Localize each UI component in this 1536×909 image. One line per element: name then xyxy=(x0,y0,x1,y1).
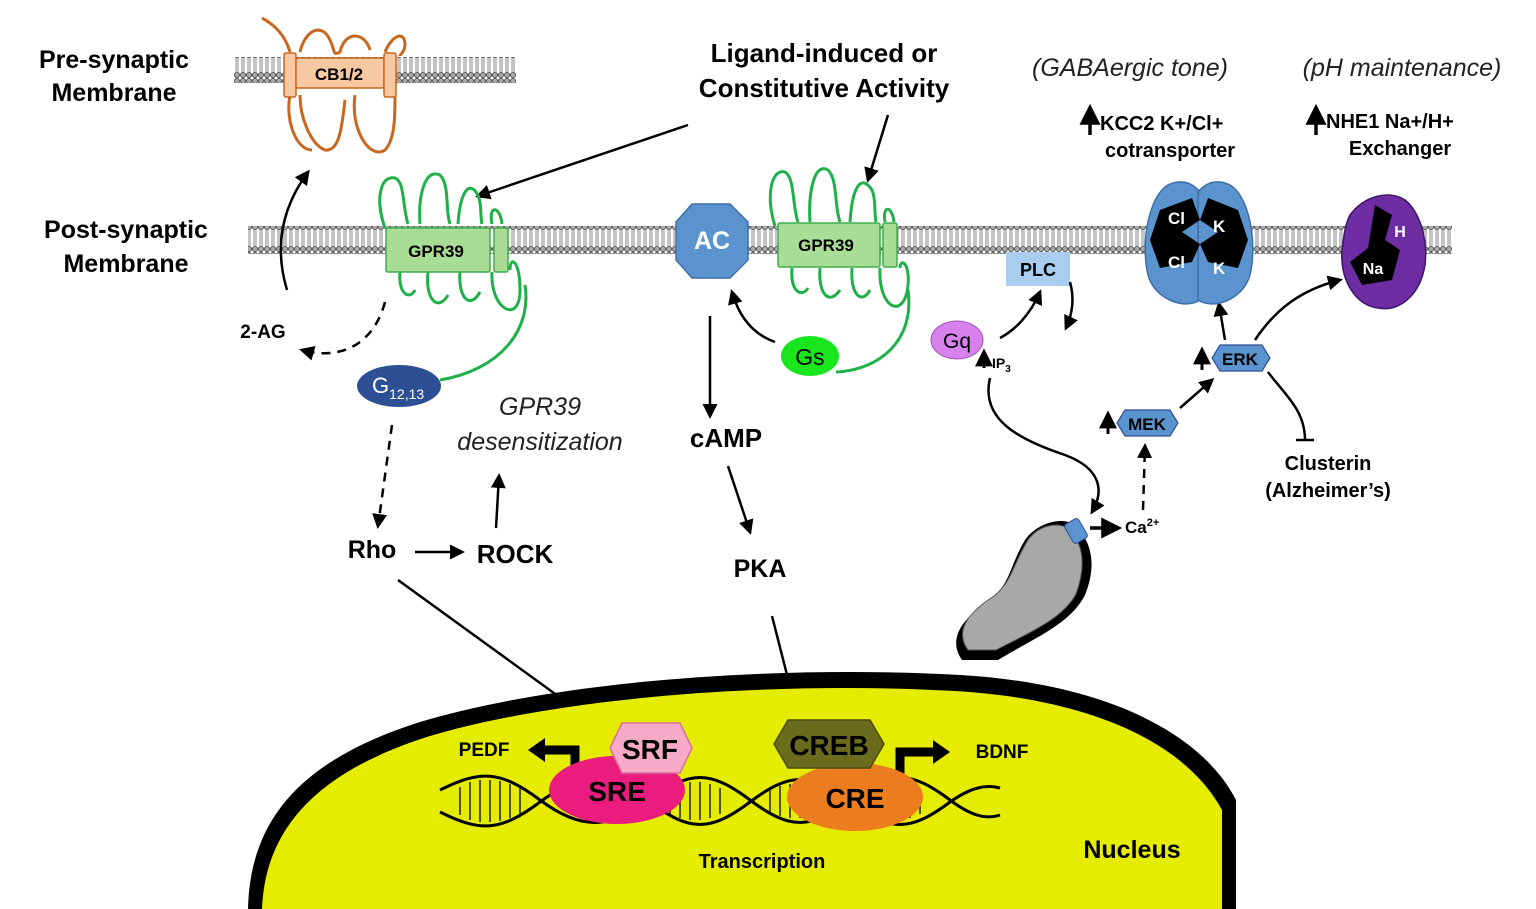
creb-factor xyxy=(773,719,885,769)
ca-to-mek-dashed-arrow xyxy=(1137,443,1153,511)
g1213-to-rho-dashed-arrow xyxy=(372,424,394,529)
g1213-protein xyxy=(357,365,441,407)
ip3-to-er-arrow xyxy=(987,377,1105,515)
post-membrane-label-2: Membrane xyxy=(63,250,188,278)
rock-to-desensitization-arrow xyxy=(490,473,506,529)
kcc2-cl-label-b: Cl xyxy=(1168,253,1185,272)
pre-membrane-label-1: Pre-synaptic xyxy=(39,46,189,74)
two-ag-to-cb-arrow xyxy=(279,169,310,291)
ac-enzyme xyxy=(675,203,749,279)
gs-protein xyxy=(781,336,839,376)
pedf-label: PEDF xyxy=(459,740,510,761)
pedf-arrowhead xyxy=(528,738,545,762)
cre-label: CRE xyxy=(825,783,884,814)
cb-label: CB1/2 xyxy=(315,65,363,84)
two-ag-label: 2-AG xyxy=(240,322,285,343)
nhe1-h-label: H xyxy=(1394,224,1406,241)
gpr39-middle-label: GPR39 xyxy=(798,236,854,255)
gs-label: Gs xyxy=(795,344,824,370)
nhe1-label-2: Exchanger xyxy=(1349,138,1451,160)
pka-label: PKA xyxy=(734,555,787,583)
srf-factor xyxy=(609,722,693,774)
nhe1-exchanger: H Na xyxy=(1341,194,1427,310)
erk-to-kcc2-arrow xyxy=(1213,301,1229,341)
rock-label: ROCK xyxy=(477,539,554,569)
erk-to-nhe1-arrow xyxy=(1253,275,1343,341)
gpr39-left-label: GPR39 xyxy=(408,242,464,261)
kcc2-cotransporter: Cl Cl K K xyxy=(1144,181,1254,305)
ip3-receptor-channel xyxy=(1064,518,1088,544)
erk-kinase xyxy=(1211,344,1271,372)
gpr39-left-receptor: GPR39 xyxy=(378,172,528,382)
bdnf-transcription-arrow xyxy=(895,747,935,780)
nucleus xyxy=(262,688,1222,909)
clusterin-inhibition-line xyxy=(1266,371,1307,441)
endoplasmic-reticulum xyxy=(962,524,1083,651)
ac-label: AC xyxy=(694,227,730,255)
plc-enzyme xyxy=(1006,252,1070,286)
gq-label: Gq xyxy=(943,330,971,353)
nhe1-na-label: Na xyxy=(1363,261,1384,278)
gq-to-plc-arrow xyxy=(999,289,1043,340)
plc-down-arrow xyxy=(1064,281,1078,331)
creb-label: CREB xyxy=(789,730,868,761)
ligand-arrow-right xyxy=(864,114,890,183)
ligand-label-2: Constitutive Activity xyxy=(699,73,950,103)
desensitization-label-2: desensitization xyxy=(457,428,622,456)
erk-label: ERK xyxy=(1222,350,1259,369)
sre-label: SRE xyxy=(588,776,646,807)
bdnf-label: BDNF xyxy=(976,742,1029,763)
ip3-label: IP3 xyxy=(992,355,1011,375)
rho-label: Rho xyxy=(348,536,397,564)
mek-to-erk-arrow xyxy=(1179,378,1215,409)
ligand-label-1: Ligand-induced or xyxy=(711,38,938,68)
transcription-label: Transcription xyxy=(699,851,826,873)
pre-membrane-label-2: Membrane xyxy=(51,79,176,107)
camp-label: cAMP xyxy=(690,423,762,453)
desensitization-label-1: GPR39 xyxy=(499,393,581,421)
gs-to-ac-arrow xyxy=(728,289,776,344)
kcc2-cl-label-a: Cl xyxy=(1168,209,1185,228)
ph-maintenance-label: (pH maintenance) xyxy=(1303,54,1502,82)
g1213-label: G12,13 xyxy=(372,373,424,402)
kcc2-label-1: KCC2 K+/Cl+ xyxy=(1100,113,1223,135)
post-membrane-label-1: Post-synaptic xyxy=(44,216,208,244)
camp-to-pka-arrow xyxy=(726,465,754,535)
kcc2-label-2: cotransporter xyxy=(1105,140,1235,162)
gaba-tone-label: (GABAergic tone) xyxy=(1032,54,1228,82)
ligand-arrow-left xyxy=(475,123,689,200)
bdnf-arrowhead xyxy=(933,740,950,764)
clusterin-label-1: Clusterin xyxy=(1285,453,1372,475)
plc-label: PLC xyxy=(1020,260,1056,280)
kcc2-k-label-b: K xyxy=(1213,259,1226,278)
mek-kinase xyxy=(1116,409,1179,437)
nucleus-label: Nucleus xyxy=(1083,836,1180,864)
gpr39-to-2ag-dashed-arrow xyxy=(299,301,387,361)
clusterin-label-2: (Alzheimer’s) xyxy=(1265,480,1391,502)
cre-element xyxy=(787,763,923,831)
gpr39-middle-receptor: GPR39 xyxy=(768,167,911,374)
cb-receptor: CB1/2 xyxy=(261,16,407,154)
nhe1-label-1: NHE1 Na+/H+ xyxy=(1326,111,1454,133)
kcc2-k-label-a: K xyxy=(1213,217,1226,236)
srf-label: SRF xyxy=(622,734,678,765)
ca-label: Ca2+ xyxy=(1125,517,1159,537)
mek-label: MEK xyxy=(1128,415,1167,434)
gq-protein xyxy=(930,320,984,360)
